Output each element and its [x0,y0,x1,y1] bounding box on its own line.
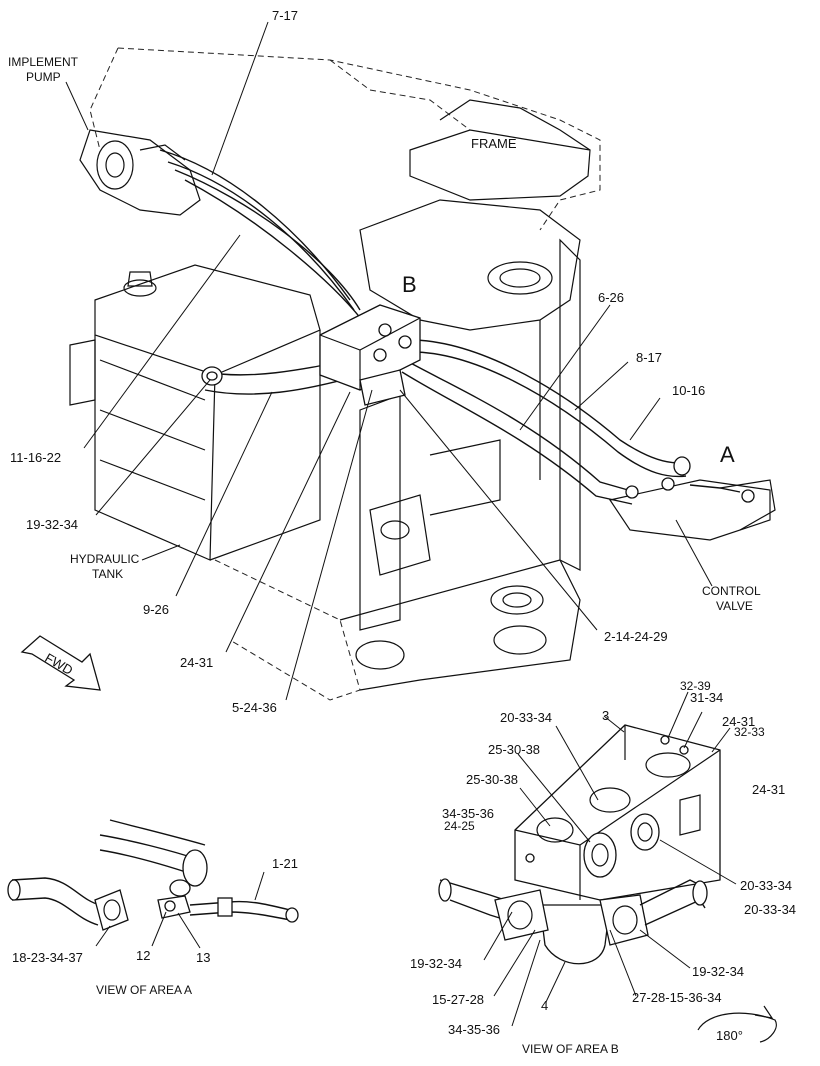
lower-frame-drawing [214,394,581,701]
callout-24-31-main: 24-31 [180,655,213,670]
control-valve-drawing [609,456,776,541]
callout-19-32-34-bl: 19-32-34 [410,956,462,971]
callout-2-14-24-29: 2-14-24-29 [604,629,668,644]
callout-7-17: 7-17 [272,8,298,23]
frame-label: FRAME [471,136,517,151]
view-area-b-drawing [438,724,777,1043]
area-b-marker: B [402,272,417,297]
callout-24-31-b1: 24-31 [722,714,755,729]
control-valve-label-line1: CONTROL [702,584,761,598]
callout-34-35-36-bot: 34-35-36 [448,1022,500,1037]
view-area-b-caption: VIEW OF AREA B [522,1042,619,1056]
fwd-arrow [20,635,101,691]
callout-24-25: 24-25 [444,819,475,833]
rotation-label: 180° [716,1028,743,1043]
callout-24-31-b2: 24-31 [752,782,785,797]
implement-pump-drawing [79,129,201,216]
callout-1-21: 1-21 [272,856,298,871]
callout-18-23-34-37: 18-23-34-37 [12,950,83,965]
callout-13: 13 [196,950,210,965]
implement-pump-label-line1: IMPLEMENT [8,55,79,69]
main-hoses [159,149,741,505]
callout-11-16-22: 11-16-22 [10,450,61,465]
hydraulic-tank-label-line2: TANK [92,567,123,581]
callout-15-27-28: 15-27-28 [432,992,484,1007]
callout-34-35-36-top: 34-35-36 [442,806,494,821]
callout-20-33-34-r2: 20-33-34 [744,902,796,917]
callout-25-30-38-a: 25-30-38 [488,742,540,757]
callout-9-26: 9-26 [143,602,169,617]
callout-31-34: 31-34 [690,690,723,705]
callout-32-33: 32-33 [734,725,765,739]
callout-19-32-34-main: 19-32-34 [26,517,78,532]
callout-25-30-38-b: 25-30-38 [466,772,518,787]
callout-32-39-top: 32-39 [680,679,711,693]
view-area-a-drawing [7,819,299,931]
manifold-block-b [319,304,421,406]
leader-lines [65,21,737,1027]
callout-12: 12 [136,948,150,963]
area-a-marker: A [720,442,735,467]
control-valve-label-line2: VALVE [716,599,753,613]
callout-5-24-36: 5-24-36 [232,700,277,715]
callout-8-17: 8-17 [636,350,662,365]
callout-27-28-15-36-34: 27-28-15-36-34 [632,990,722,1005]
frame-outline [89,47,601,571]
callout-20-33-34-top: 20-33-34 [500,710,552,725]
hydraulic-tank-label-line1: HYDRAULIC [70,552,140,566]
callout-20-33-34-r1: 20-33-34 [740,878,792,893]
callout-10-16: 10-16 [672,383,705,398]
callout-6-26: 6-26 [598,290,624,305]
view-area-a-caption: VIEW OF AREA A [96,983,192,997]
implement-pump-label-line2: PUMP [26,70,61,84]
callout-4: 4 [541,998,548,1013]
callout-19-32-34-br: 19-32-34 [692,964,744,979]
callout-3: 3 [602,708,609,723]
hydraulic-tank-drawing [69,264,321,561]
